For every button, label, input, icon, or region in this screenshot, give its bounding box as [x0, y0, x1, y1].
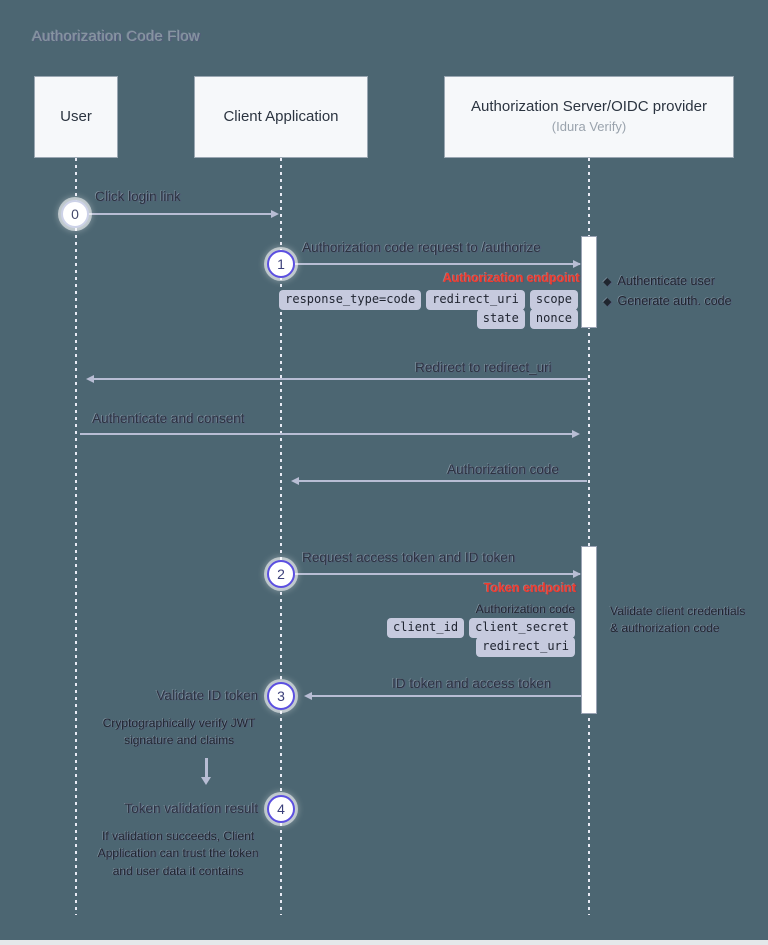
lifeline-client-application — [280, 158, 282, 915]
step-marker-3-label: 3 — [277, 688, 285, 704]
arrowhead-right-icon — [271, 210, 279, 218]
participant-authorization-server-label: Authorization Server/OIDC provider — [471, 98, 707, 116]
arrowhead-left-icon — [291, 477, 299, 485]
participant-user-label: User — [60, 107, 92, 125]
server-note-authenticate: ◆ Authenticate user ◆ Generate auth. cod… — [603, 271, 731, 311]
arrowhead-left-icon — [304, 692, 312, 700]
param-chip: scope — [529, 290, 578, 310]
step-marker-2[interactable]: 2 — [267, 560, 295, 588]
step-marker-3[interactable]: 3 — [267, 682, 295, 710]
bullet-label: Authenticate user — [617, 274, 715, 288]
message-label-id-token-and-access-token: ID token and access token — [392, 676, 552, 691]
step-marker-4-label: 4 — [277, 801, 285, 817]
lifeline-user — [75, 158, 77, 915]
flow-down-arrow-icon — [201, 777, 211, 785]
param-chip: response_type=code — [279, 290, 422, 310]
bullet-item: ◆ Authenticate user — [603, 271, 731, 291]
flow-down-arrow-shaft — [205, 758, 208, 778]
step-marker-0-label: 0 — [71, 206, 79, 222]
message-label-authenticate-and-consent: Authenticate and consent — [92, 411, 245, 426]
arrowhead-right-icon — [573, 260, 581, 268]
param-chip-row-authorize-2: state nonce — [300, 309, 578, 329]
arrowhead-left-icon — [86, 375, 94, 383]
param-chip-row-authorize-1: response_type=code redirect_uri scope — [279, 290, 578, 310]
participant-user[interactable]: User — [34, 76, 118, 158]
client-note-validate-id-token-body: Cryptographically verify JWT signature a… — [102, 716, 256, 748]
step-marker-0[interactable]: 0 — [61, 200, 89, 228]
step-marker-4[interactable]: 4 — [267, 795, 295, 823]
page-title: Authorization Code Flow — [32, 28, 201, 45]
step-marker-1-label: 1 — [277, 256, 285, 272]
message-label-authorization-code-request: Authorization code request to /authorize — [302, 240, 541, 255]
message-arrow-id-token-and-access-token — [310, 695, 581, 697]
param-chip-row-token-1: client_id client_secret — [300, 618, 575, 638]
arrowhead-right-icon — [572, 430, 580, 438]
step-marker-1[interactable]: 1 — [267, 250, 295, 278]
client-note-token-validation-result-body: If validation succeeds, Client Applicati… — [97, 829, 259, 878]
message-label-click-login-link: Click login link — [95, 189, 181, 204]
participant-authorization-server-subtitle: (Idura Verify) — [551, 118, 627, 134]
param-chip: state — [476, 309, 525, 329]
step-marker-2-label: 2 — [277, 566, 285, 582]
client-note-validate-id-token-title: Validate ID token — [156, 688, 258, 703]
message-label-request-access-token: Request access token and ID token — [302, 550, 516, 565]
endpoint-label-token: Token endpoint — [484, 581, 577, 595]
param-chip: client_secret — [469, 618, 575, 638]
message-label-authorization-code: Authorization code — [447, 462, 559, 477]
param-chip-row-token-2: redirect_uri — [300, 637, 575, 657]
message-arrow-authorization-code-request — [292, 263, 580, 265]
message-arrow-click-login-link — [84, 213, 273, 215]
bullet-dot-icon: ◆ — [603, 276, 612, 288]
frame-bottom-edge — [0, 940, 768, 945]
server-note-validate-credentials: Validate client credentials & authorizat… — [610, 604, 746, 636]
bullet-item: ◆ Generate auth. code — [603, 291, 731, 311]
participant-client-application[interactable]: Client Application — [194, 76, 368, 158]
param-chip: nonce — [529, 309, 578, 329]
message-arrow-authenticate-and-consent — [80, 433, 578, 435]
message-arrow-redirect-to-redirect-uri — [92, 378, 587, 380]
param-chip: redirect_uri — [426, 290, 525, 310]
participant-client-application-label: Client Application — [223, 107, 339, 125]
endpoint-label-authorize: Authorization endpoint — [443, 271, 580, 285]
lifeline-authorization-server — [588, 158, 590, 915]
param-plain-authorization-code: Authorization code — [475, 602, 575, 616]
bullet-label: Generate auth. code — [617, 294, 732, 308]
arrowhead-right-icon — [573, 570, 581, 578]
message-arrow-request-access-token — [292, 573, 580, 575]
activation-bar-authorize — [581, 236, 597, 328]
bullet-dot-icon: ◆ — [603, 296, 612, 308]
message-label-redirect-to-redirect-uri: Redirect to redirect_uri — [415, 360, 552, 375]
client-note-token-validation-result-title: Token validation result — [124, 801, 258, 816]
activation-bar-token — [581, 546, 597, 714]
param-chip: redirect_uri — [476, 637, 575, 657]
param-chip: client_id — [387, 618, 465, 638]
participant-authorization-server[interactable]: Authorization Server/OIDC provider (Idur… — [444, 76, 734, 158]
message-arrow-authorization-code — [297, 480, 587, 482]
